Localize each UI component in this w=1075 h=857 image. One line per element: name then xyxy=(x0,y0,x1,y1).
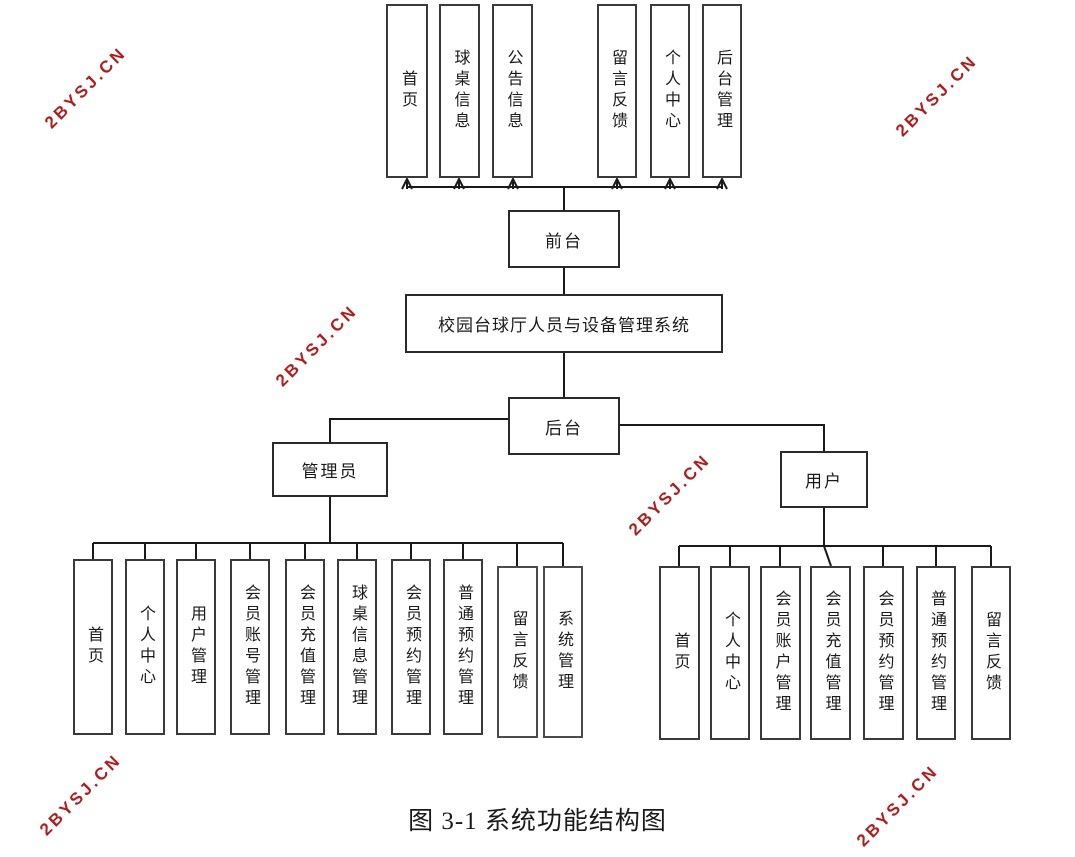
node-backend: 后台 xyxy=(508,397,620,455)
node-frontend-label: 前台 xyxy=(545,231,583,251)
figure-caption: 图 3-1 系统功能结构图 xyxy=(408,808,667,835)
admin-item-system-management: 系统管理 xyxy=(543,566,583,738)
user-item-feedback-label: 留言反馈 xyxy=(983,611,1000,695)
admin-item-table-info-management: 球桌信息管理 xyxy=(337,559,377,735)
admin-item-home-label: 首页 xyxy=(85,626,102,668)
admin-item-system-management-label: 系统管理 xyxy=(555,610,572,694)
front-menu-item-table-info: 球桌信息 xyxy=(439,4,480,178)
node-user-label: 用户 xyxy=(805,472,843,491)
user-item-personal-center: 个人中心 xyxy=(710,566,750,740)
user-item-member-recharge-management: 会员充值管理 xyxy=(810,566,851,740)
admin-item-feedback: 留言反馈 xyxy=(497,566,538,738)
admin-item-member-recharge-management: 会员充值管理 xyxy=(285,559,325,735)
node-backend-label: 后台 xyxy=(545,418,583,438)
admin-item-home: 首页 xyxy=(73,559,113,735)
front-menu-item-home-label: 首页 xyxy=(399,70,416,112)
user-item-home: 首页 xyxy=(659,566,700,740)
user-item-member-reservation-management-label: 会员预约管理 xyxy=(875,590,893,716)
node-system-root-label: 校园台球厅人员与设备管理系统 xyxy=(438,316,690,335)
node-user: 用户 xyxy=(780,451,868,508)
node-frontend: 前台 xyxy=(508,210,620,268)
admin-item-member-reservation-management-label: 会员预约管理 xyxy=(403,584,420,710)
admin-item-personal-center: 个人中心 xyxy=(125,559,165,735)
admin-item-normal-reservation-management: 普通预约管理 xyxy=(443,559,483,735)
admin-item-feedback-label: 留言反馈 xyxy=(509,610,527,694)
front-menu-item-backend-management-label: 后台管理 xyxy=(714,49,731,133)
user-item-personal-center-label: 个人中心 xyxy=(722,611,739,695)
front-menu-item-announcement-info: 公告信息 xyxy=(492,4,533,178)
admin-item-member-recharge-management-label: 会员充值管理 xyxy=(297,584,314,710)
front-menu-item-home: 首页 xyxy=(386,4,428,178)
front-menu-item-feedback-label: 留言反馈 xyxy=(609,49,626,133)
user-item-member-account-management-label: 会员账户管理 xyxy=(772,590,790,716)
admin-item-personal-center-label: 个人中心 xyxy=(137,605,154,689)
admin-item-member-account-management: 会员账号管理 xyxy=(230,559,270,735)
user-item-member-account-management: 会员账户管理 xyxy=(760,566,801,740)
admin-item-table-info-management-label: 球桌信息管理 xyxy=(349,584,366,710)
front-menu-item-personal-center: 个人中心 xyxy=(650,4,690,178)
front-menu-item-table-info-label: 球桌信息 xyxy=(451,49,469,133)
user-item-member-reservation-management: 会员预约管理 xyxy=(863,566,904,740)
front-menu-item-announcement-info-label: 公告信息 xyxy=(504,49,522,133)
admin-item-user-management: 用户管理 xyxy=(176,559,216,735)
front-menu-item-backend-management: 后台管理 xyxy=(702,4,742,178)
node-admin-label: 管理员 xyxy=(301,462,359,481)
admin-item-normal-reservation-management-label: 普通预约管理 xyxy=(455,584,472,710)
user-item-normal-reservation-management: 普通预约管理 xyxy=(916,566,956,740)
admin-item-member-account-management-label: 会员账号管理 xyxy=(242,584,259,710)
front-menu-item-feedback: 留言反馈 xyxy=(597,4,637,178)
admin-item-member-reservation-management: 会员预约管理 xyxy=(391,559,431,735)
user-item-feedback: 留言反馈 xyxy=(971,566,1011,740)
user-item-member-recharge-management-label: 会员充值管理 xyxy=(822,590,840,716)
node-system-root: 校园台球厅人员与设备管理系统 xyxy=(405,294,723,353)
user-item-normal-reservation-management-label: 普通预约管理 xyxy=(928,590,945,716)
user-item-home-label: 首页 xyxy=(671,632,689,674)
front-menu-item-personal-center-label: 个人中心 xyxy=(662,49,679,133)
admin-item-user-management-label: 用户管理 xyxy=(188,605,205,689)
node-admin: 管理员 xyxy=(272,442,388,497)
